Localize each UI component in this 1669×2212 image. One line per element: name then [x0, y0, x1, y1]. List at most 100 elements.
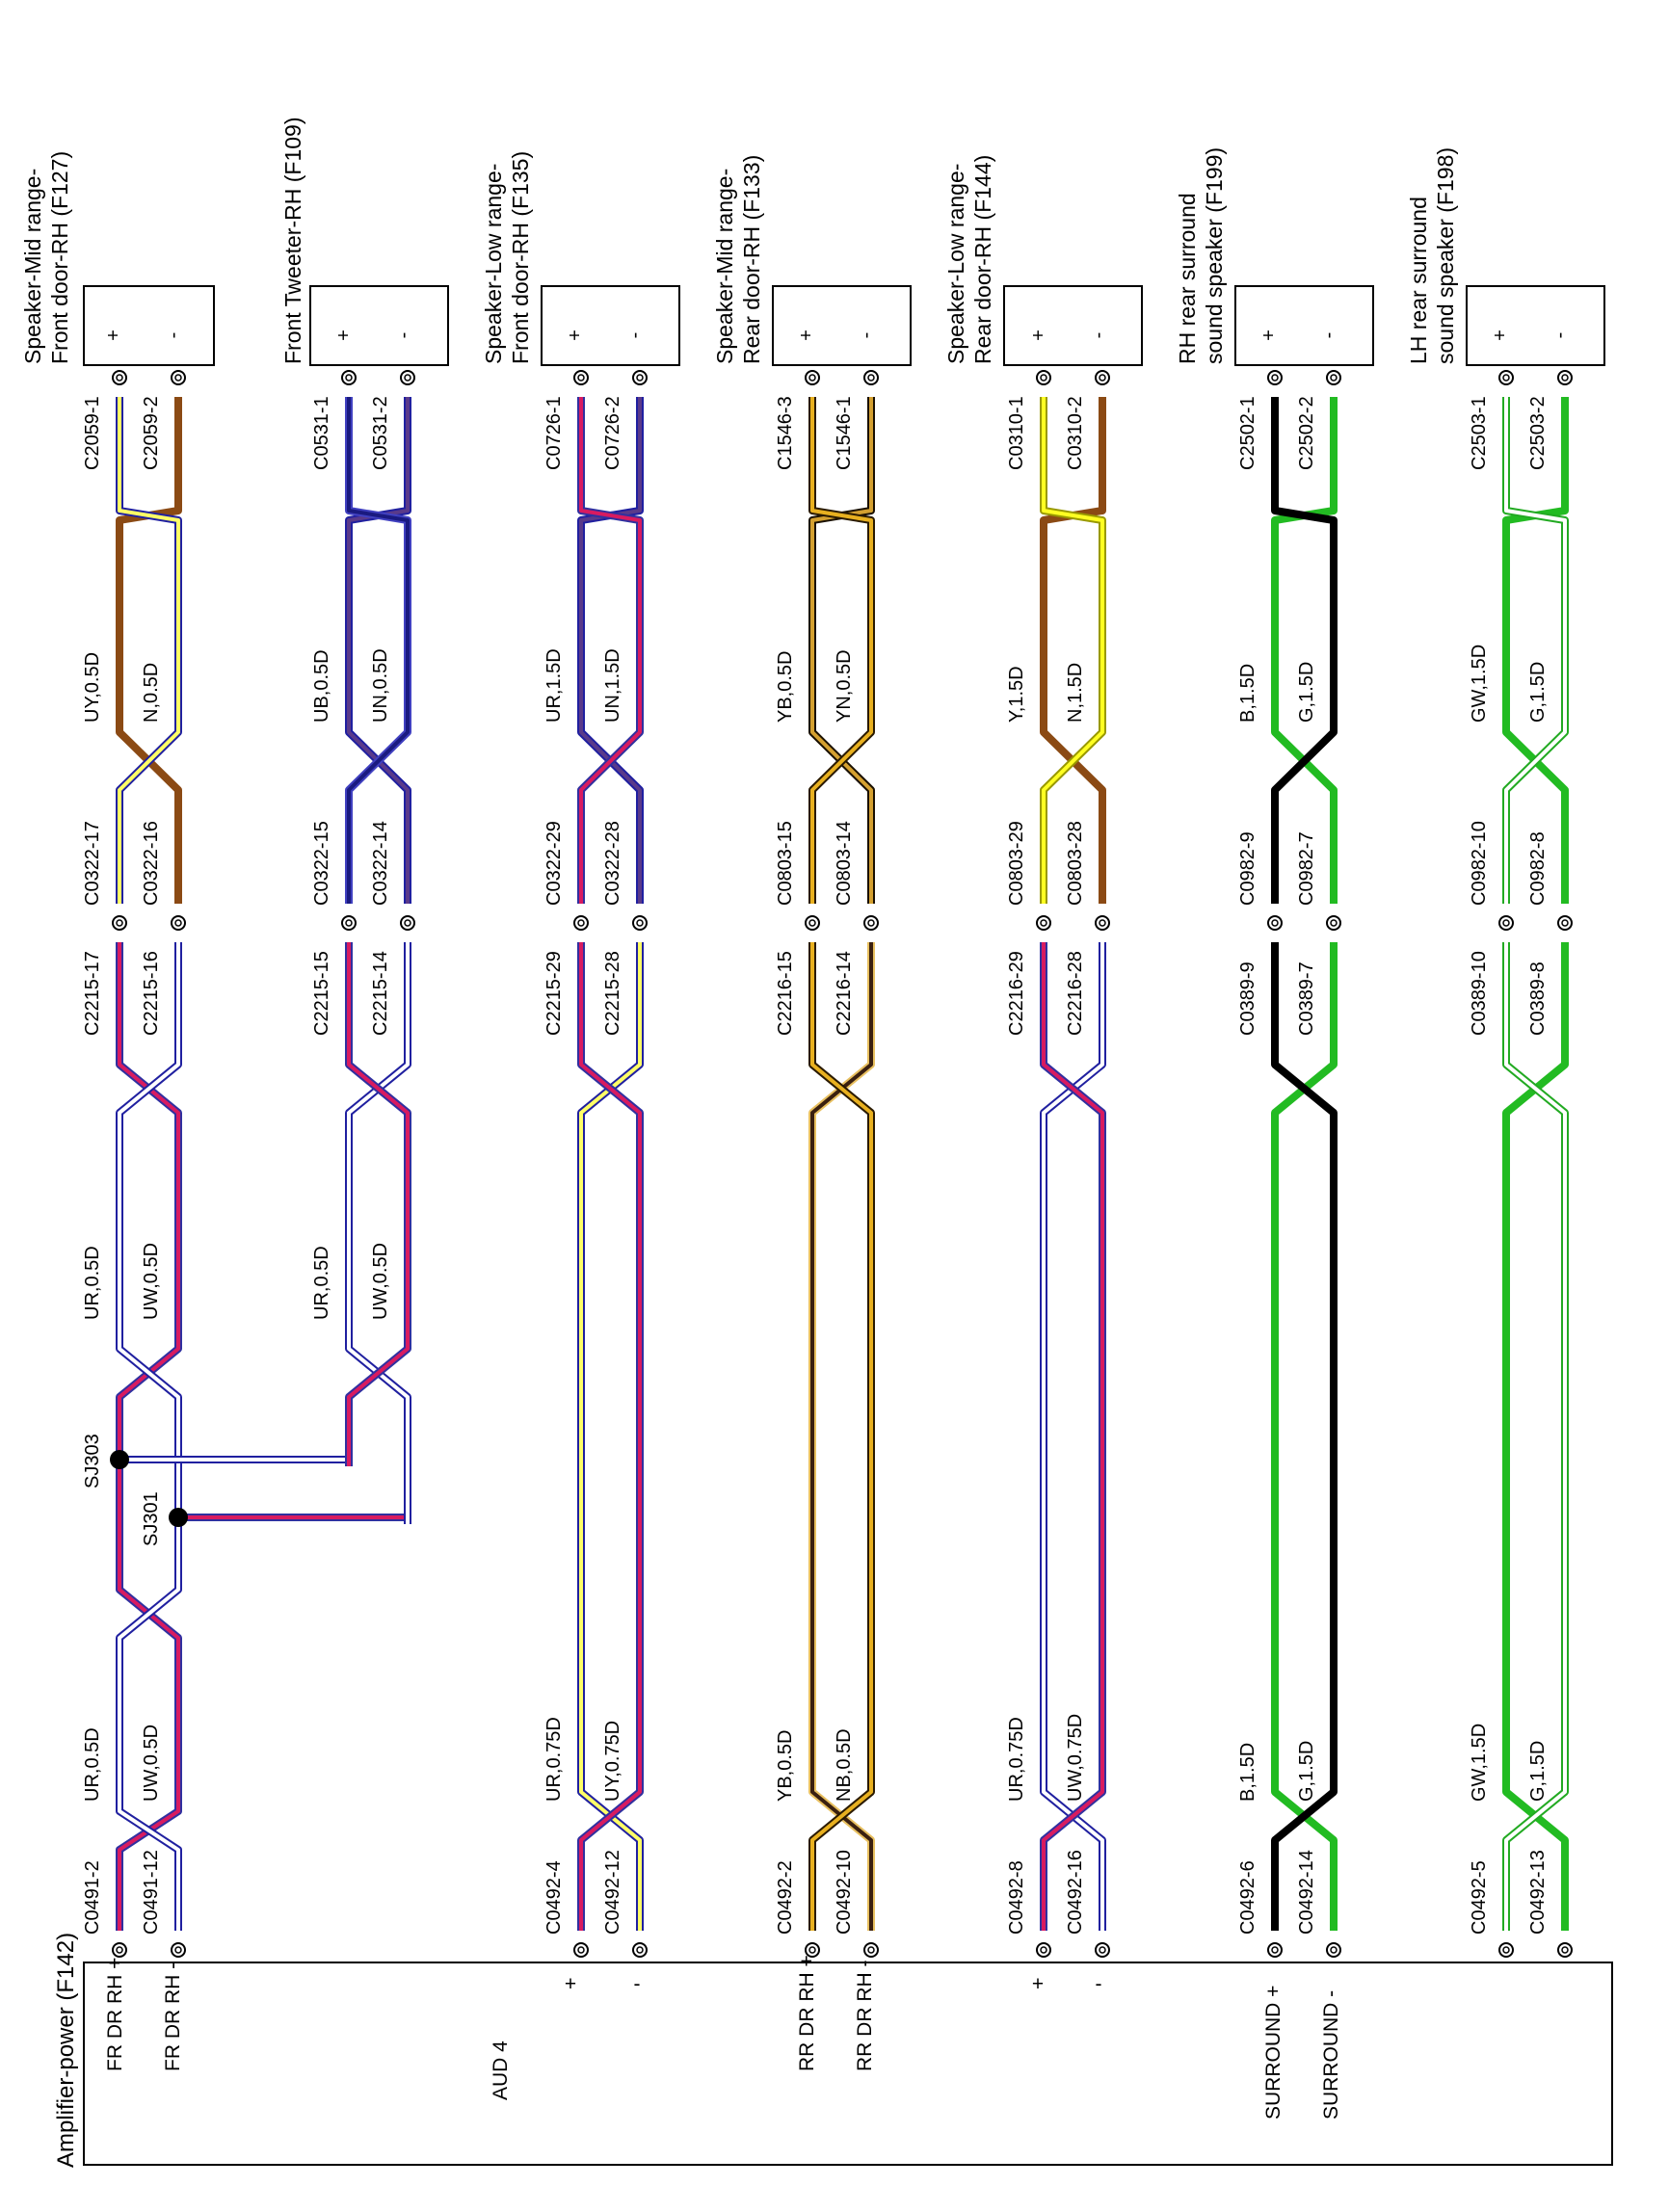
wire-segment: [808, 942, 875, 1931]
connector-label: C0531-2: [370, 396, 391, 470]
speaker-title-line1: Speaker-Low range-: [943, 164, 968, 364]
terminal-speaker-minus: [171, 370, 186, 385]
connector-label: C0803-29: [1006, 821, 1027, 906]
connector-label: C0803-14: [834, 821, 855, 906]
terminal-inline-minus: [171, 915, 186, 931]
wire-label: YB,0.5D: [775, 1730, 796, 1802]
terminal-amp-minus: [1326, 1942, 1341, 1958]
amp-label-aud4-neg: -: [634, 1973, 641, 1995]
terminal-speaker-plus: [341, 370, 357, 385]
speaker-plus-label: +: [796, 329, 817, 341]
connector-label: C2215-15: [311, 951, 332, 1036]
connector-label: C0492-4: [543, 1860, 565, 1935]
connector-label: C2216-28: [1065, 951, 1086, 1036]
wire-label: UR,0.5D: [311, 1246, 332, 1320]
splice-link: [119, 1397, 353, 1463]
connector-label: C0726-2: [602, 396, 623, 470]
speaker-title-line1: LH rear surround: [1406, 197, 1431, 364]
amp-label-fr-pos: FR DR RH +: [104, 1958, 126, 2071]
terminal-inline-plus: [573, 915, 589, 931]
wire-segment: [1502, 397, 1569, 904]
speaker-title-line2: Rear door-RH (F133): [739, 155, 764, 364]
terminal-amp-plus: [1036, 1942, 1051, 1958]
splice-sj301: [169, 1508, 188, 1527]
wire-label: B,1.5D: [1237, 664, 1258, 723]
connector-label: C2502-2: [1296, 396, 1317, 470]
connector-label: C0492-5: [1469, 1860, 1490, 1935]
wire-label: UY,0.75D: [602, 1721, 623, 1802]
connector-label: C1546-1: [834, 396, 855, 470]
speaker-title-line2: Rear door-RH (F144): [970, 155, 995, 364]
connector-label: C2059-2: [141, 396, 162, 470]
speaker-minus-label: -: [856, 332, 877, 339]
connector-label: C0492-14: [1296, 1850, 1317, 1935]
speaker-title-line1: Speaker-Mid range-: [712, 169, 737, 364]
wire-segment: [1271, 942, 1338, 1931]
wire-segment: [1040, 942, 1106, 1931]
terminal-amp-plus: [1267, 1942, 1283, 1958]
connector-label: C2502-1: [1237, 396, 1258, 470]
terminal-inline-plus: [112, 915, 127, 931]
terminal-amp-plus: [805, 1942, 820, 1958]
speaker-plus-label: +: [565, 329, 586, 341]
terminal-speaker-minus: [632, 370, 648, 385]
connector-label: C0322-29: [543, 821, 565, 906]
wire-label: UR,0.75D: [543, 1717, 565, 1802]
connector-label: C0982-9: [1237, 831, 1258, 906]
terminal-inline-minus: [1326, 915, 1341, 931]
wire-label: G,1.5D: [1527, 1741, 1549, 1802]
wire-segment: [1271, 397, 1338, 904]
connector-label: C0389-7: [1296, 961, 1317, 1036]
speaker-minus-label: -: [1088, 332, 1109, 339]
connector-label: C0322-14: [370, 821, 391, 906]
connector-label: C0492-6: [1237, 1860, 1258, 1935]
connector-label: C0492-12: [602, 1850, 623, 1935]
speaker-lh-surround: + - LH rear surround sound speaker (F198…: [1406, 147, 1605, 366]
connector-label: C0310-2: [1065, 396, 1086, 470]
connector-label: C0982-8: [1527, 831, 1549, 906]
terminal-inline-plus: [1036, 915, 1051, 931]
amp-label-aud4: AUD 4: [490, 2041, 512, 2100]
connector-label: C0389-9: [1237, 961, 1258, 1036]
speaker-title-line2: Front door-RH (F135): [508, 151, 533, 364]
connector-label: C2216-15: [775, 951, 796, 1036]
terminal-inline-plus: [805, 915, 820, 931]
terminal-amp-minus: [863, 1942, 879, 1958]
connector-label: C2215-17: [82, 951, 103, 1036]
splice-label: SJ303: [82, 1434, 103, 1488]
connector-label: C2503-2: [1527, 396, 1549, 470]
speaker-mid-rear: + - Speaker-Mid range- Rear door-RH (F13…: [712, 155, 912, 366]
wire-label: UN,0.5D: [370, 648, 391, 723]
terminal-speaker-plus: [112, 370, 127, 385]
amplifier-box: [83, 1962, 1613, 2166]
terminal-inline-minus: [1095, 915, 1110, 931]
wire-segment: [345, 397, 411, 904]
connector-label: C2215-28: [602, 951, 623, 1036]
wire-label: UR,1.5D: [543, 648, 565, 723]
terminal-amp-plus: [573, 1942, 589, 1958]
connector-label: C0492-2: [775, 1860, 796, 1935]
connector-label: C0492-8: [1006, 1860, 1027, 1935]
speaker-minus-label: -: [1550, 332, 1571, 339]
wire-segment: [1040, 942, 1106, 1931]
connector-label: C0310-1: [1006, 396, 1027, 470]
speaker-tweeter: + - Front Tweeter-RH (F109): [280, 118, 449, 366]
connector-label: C0982-7: [1296, 831, 1317, 906]
speaker-low-front: + - Speaker-Low range- Front door-RH (F1…: [481, 151, 680, 366]
connector-label: C2216-14: [834, 951, 855, 1036]
speaker-minus-label: -: [393, 332, 414, 339]
wire-label: UR,0.5D: [82, 1727, 103, 1802]
connector-label: C0322-15: [311, 821, 332, 906]
terminal-inline-minus: [863, 915, 879, 931]
connector-label: C2215-16: [141, 951, 162, 1036]
speaker-plus-label: +: [1258, 329, 1280, 341]
wire-label: UW,0.75D: [1065, 1714, 1086, 1802]
terminal-amp-minus: [632, 1942, 648, 1958]
speaker-title-line2: sound speaker (F199): [1202, 147, 1227, 364]
speaker-rh-surround: + - RH rear surround sound speaker (F199…: [1175, 147, 1374, 366]
terminal-speaker-plus: [1498, 370, 1514, 385]
wire-label: UB,0.5D: [311, 649, 332, 723]
connector-label: C0492-13: [1527, 1850, 1549, 1935]
amp-label-ch4-pos: +: [1032, 1973, 1044, 1995]
wire-segment: [808, 942, 875, 1931]
